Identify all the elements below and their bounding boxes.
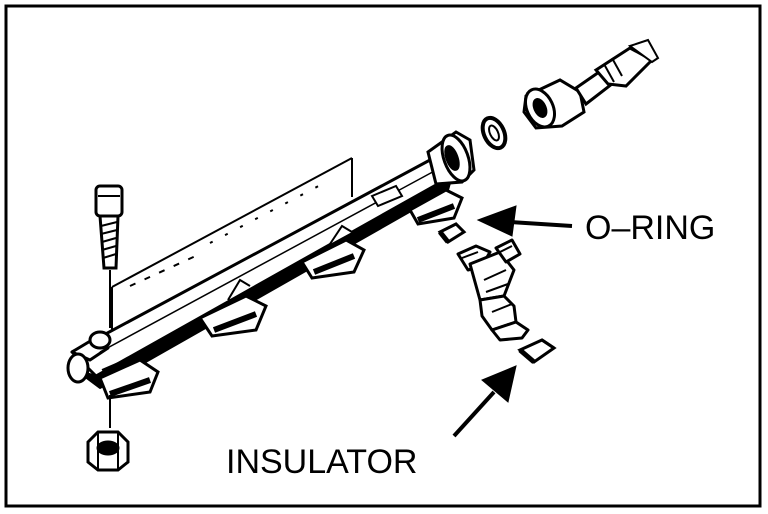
insulator-label: INSULATOR — [226, 443, 418, 481]
injector-cup-1 — [98, 357, 160, 400]
o-ring-label: O–RING — [585, 209, 716, 247]
fuel-feed-hose — [522, 38, 660, 130]
injector-cup-3 — [299, 224, 366, 280]
injector-cup-2 — [197, 278, 268, 338]
diagram-border — [4, 4, 762, 508]
injector-cup-4 — [407, 188, 464, 226]
o-ring-leader-arrow — [476, 205, 573, 237]
bolt-spacer — [88, 330, 112, 350]
injector-insulator — [517, 338, 557, 364]
injector-o-ring — [437, 222, 467, 244]
fuel-injector — [456, 238, 530, 342]
mounting-nut — [86, 430, 130, 472]
injector-cups — [98, 184, 464, 400]
rail-inlet-fitting — [426, 130, 476, 186]
mounting-bolt — [94, 184, 124, 428]
pressure-damper — [370, 184, 404, 208]
fuel-rail — [66, 158, 454, 389]
inlet-washer — [480, 115, 508, 151]
insulator-leader-arrow — [452, 365, 517, 438]
